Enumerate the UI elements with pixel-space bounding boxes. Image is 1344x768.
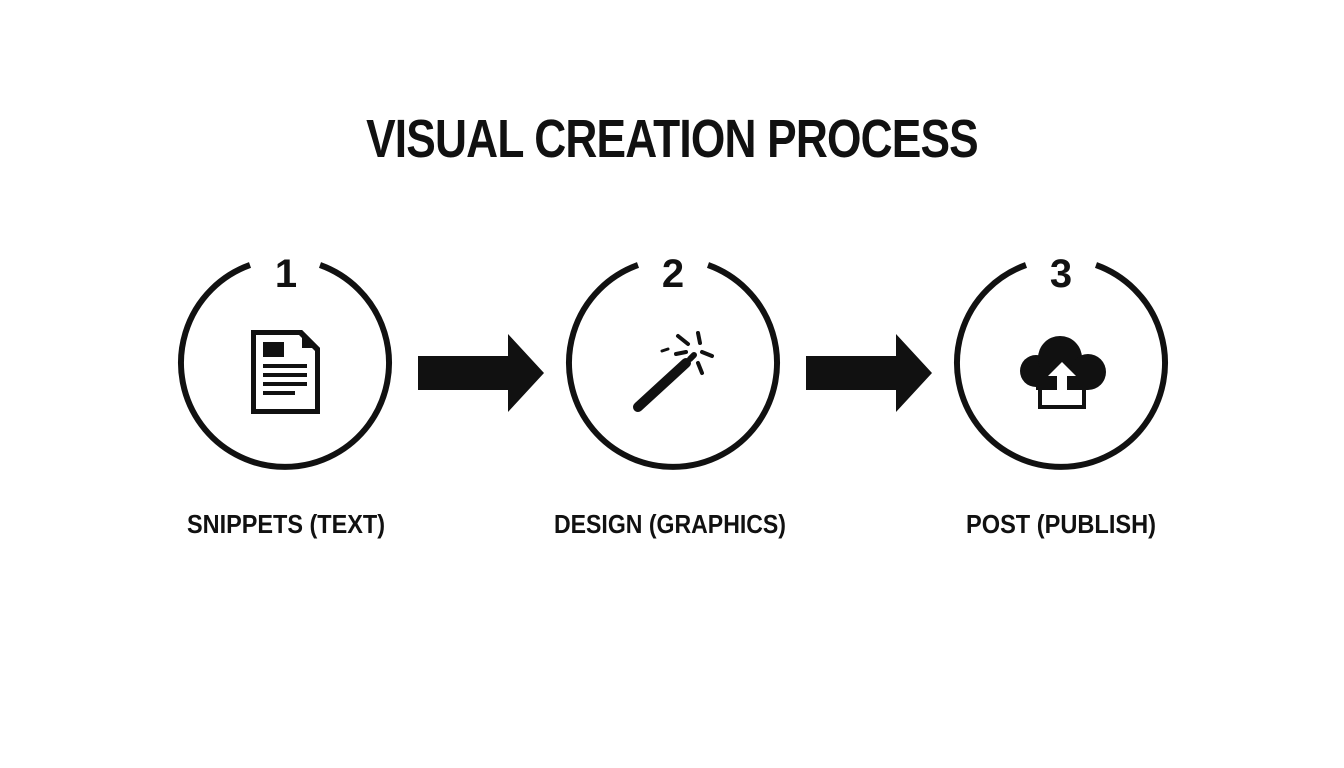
- magic-wand-icon: [633, 331, 714, 412]
- step-1: 1 SNIPPETS (TEXT): [178, 252, 392, 539]
- step-2-ring: [566, 262, 780, 470]
- step-3-label: POST (PUBLISH): [966, 509, 1156, 539]
- arrow-1-to-2: [418, 334, 544, 412]
- arrow-2-to-3: [806, 334, 932, 412]
- step-1-number: 1: [275, 252, 297, 296]
- diagram-title: VISUAL CREATION PROCESS: [366, 109, 979, 169]
- document-icon: [251, 330, 320, 414]
- step-3: 3 POST (PUBLISH): [954, 252, 1168, 539]
- step-2-number: 2: [662, 252, 684, 296]
- step-2: 2 DESIGN (GRAPHICS): [554, 252, 786, 539]
- step-3-number: 3: [1050, 252, 1072, 296]
- step-1-label: SNIPPETS (TEXT): [187, 509, 385, 539]
- cloud-upload-icon: [1020, 336, 1106, 409]
- step-1-ring: [178, 262, 392, 470]
- step-2-label: DESIGN (GRAPHICS): [554, 509, 786, 539]
- step-3-ring: [954, 262, 1168, 470]
